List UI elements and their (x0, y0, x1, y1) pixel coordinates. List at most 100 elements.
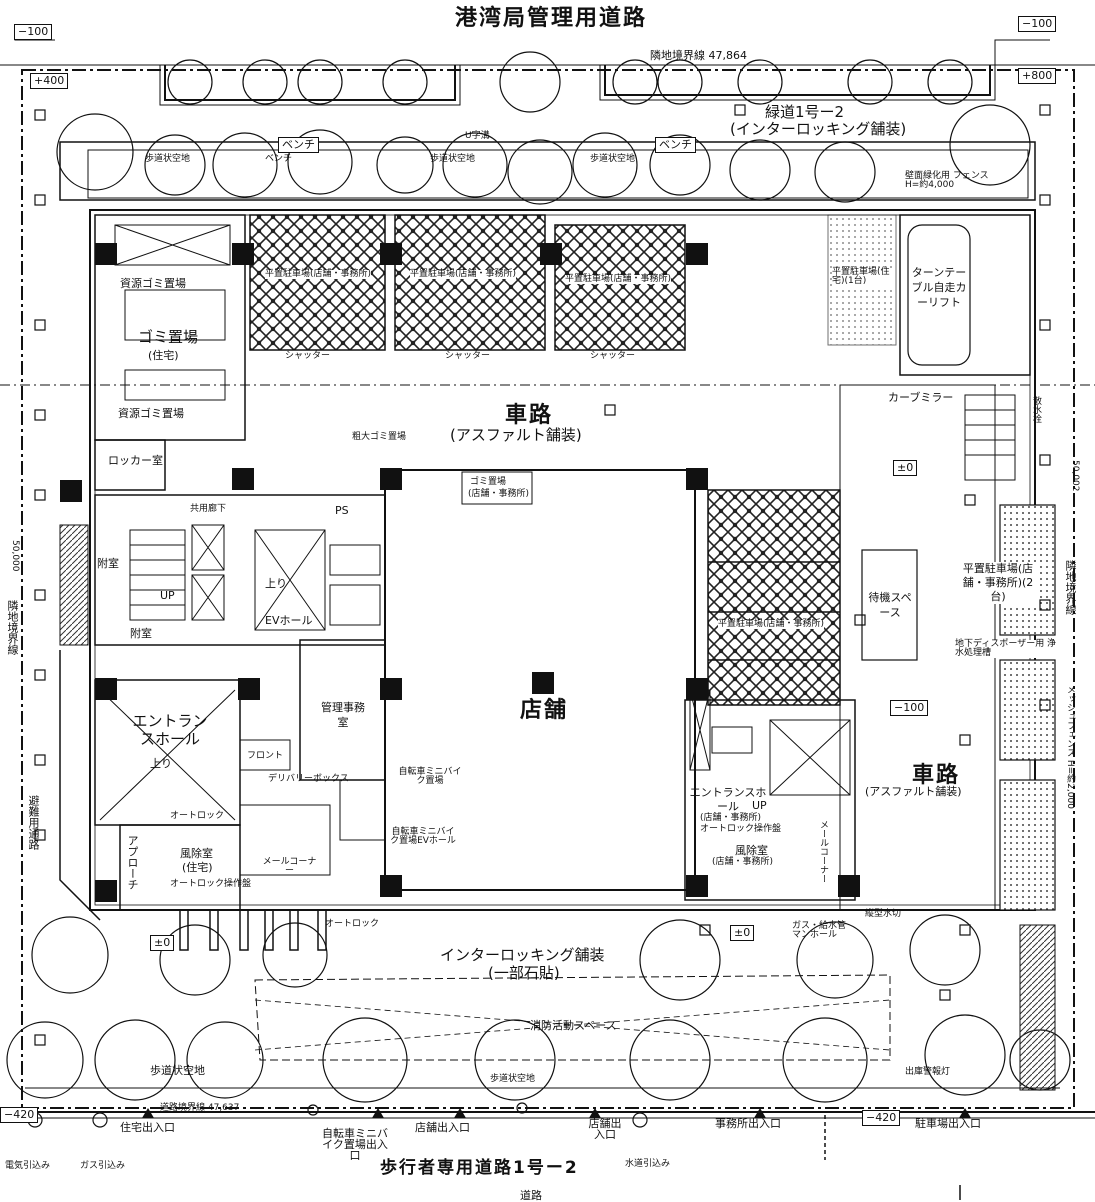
road-main-sub: (アスファルト舗装) (450, 426, 582, 444)
windbreak-shop-sub: (店舗・事務所) (712, 857, 774, 867)
drain-label: 縦型水切 (865, 909, 902, 919)
road-main: 車路 (505, 403, 554, 428)
bike-entrance: 自転車ミニバイク置場出入口 (322, 1127, 388, 1162)
markers (34, 104, 1051, 1046)
gutter-label: U字溝 (465, 131, 490, 141)
right-boundary-line: 隣地境界線 (1064, 560, 1077, 615)
site-boundary (21, 69, 1075, 1109)
right-dim: 50,002 (1070, 460, 1080, 492)
entrance-hall-2-sub: (店舗・事務所) (700, 813, 762, 823)
bottom-boundary: 道路境界線 47,637 (160, 1103, 240, 1113)
corridor: 共用廊下 (190, 504, 227, 514)
fence-label: メッシュフェンス H=約2,000 (1065, 685, 1075, 809)
ev-hall: EVホール (265, 614, 313, 627)
house-entrance: 住宅出入口 (120, 1121, 175, 1134)
garbage-res-2: 資源ゴミ置場 (118, 407, 184, 420)
columns (60, 243, 860, 902)
up-1: 上り (265, 577, 287, 590)
mail-corner-2: メールコーナー (818, 820, 828, 883)
left-road: 避難用通路 (27, 795, 40, 850)
office-entrance: 事務所出入口 (715, 1117, 781, 1130)
level-left-top: +400 (30, 73, 69, 89)
fire-space: 消防活動スペース (530, 1019, 617, 1032)
left-boundary-line: 隣地境界線 (6, 600, 19, 655)
delivery-box: デリバリーボックス (268, 774, 349, 784)
garbage-res-1: 資源ゴミ置場 (120, 277, 186, 290)
level-m100: −100 (890, 700, 929, 716)
bench-1: ベンチ (278, 137, 319, 153)
bottom-trees (6, 914, 1071, 1103)
store-entrance: 店舗出入口 (415, 1121, 470, 1134)
bike-storage: 自転車ミニバイク置場 (398, 767, 462, 786)
shutter-3: シャッター (590, 351, 636, 361)
green-walk-trees (56, 104, 1031, 205)
garbage-shop-sub: (店舗・事務所) (468, 489, 530, 499)
windbreak-house-sub: (住宅) (182, 861, 213, 874)
parking-flat: 平置駐車場(住宅)(1台) (832, 268, 894, 286)
water-label: 水道引込み (625, 1159, 671, 1169)
left-dim: 50,000 (10, 540, 20, 572)
autolock-3: オートロック (325, 919, 380, 929)
up-3: UP (752, 799, 767, 812)
windbreak-house: 風除室 (180, 847, 213, 860)
level-tr: −100 (1018, 16, 1057, 32)
level-zero-3: ±0 (730, 925, 755, 941)
parking-shop: 平置駐車場(店舗・事務所)(2台) (960, 562, 1036, 604)
waiting-space: 待機スペース (868, 591, 912, 619)
open-space-3: 歩道状空地 (590, 154, 636, 164)
bottom-road-label: 歩行者専用道路1号ー2 (380, 1158, 579, 1178)
parking-entrance: 駐車場出入口 (915, 1117, 981, 1130)
paving-bottom: インターロッキング舗装 (440, 946, 605, 964)
paving-bottom-sub: (一部石貼) (488, 964, 560, 982)
autolock-2: オートロック操作盤 (170, 879, 252, 889)
open-space-1: 歩道状空地 (145, 154, 191, 164)
locker-room: ロッカー室 (108, 454, 163, 467)
bike-hall: 自転車ミニバイク置場EVホール (390, 827, 456, 846)
level-right-top: +800 (1018, 68, 1057, 84)
top-trees (167, 51, 973, 113)
turntable-label: ターンテーブル自走カーリフト (911, 266, 967, 309)
gas-label: ガス引込み (80, 1161, 126, 1171)
parking-cell-3: 平置駐車場(店舗・事務所) (565, 274, 672, 284)
level-zero-2: ±0 (150, 935, 175, 951)
bottom-road-fragment: 道路 (520, 1189, 542, 1202)
green-paving-label: (インターロッキング舗装) (730, 120, 907, 138)
entrance-hall: エントランスホール (132, 712, 208, 748)
management: 管理事務室 (321, 701, 365, 729)
anteroom-2: 附室 (130, 627, 152, 640)
level-zero-1: ±0 (893, 460, 918, 476)
manhole-label: ガス・給水管マンホール (792, 921, 847, 940)
entrance-hall-2: エントランスホール (689, 786, 767, 813)
top-road-label: 港湾局管理用道路 (455, 6, 648, 31)
parking-cell-4: 平置駐車場(店舗・事務所) (718, 619, 825, 629)
up-4: UP (160, 589, 175, 602)
ps: PS (335, 504, 349, 517)
road-right-sub: (アスファルト舗装) (865, 785, 962, 798)
sprinkler: 散水栓 (1033, 397, 1043, 425)
shutter-1: シャッター (285, 351, 331, 361)
level-bl: −420 (0, 1107, 39, 1123)
curve-mirror: カーブミラー (888, 391, 954, 404)
bench-2: ベンチ (655, 137, 696, 153)
large-garbage: 粗大ゴミ置場 (352, 432, 407, 442)
parking-cell-2: 平置駐車場(店舗・事務所) (410, 269, 517, 279)
autolock-4: オートロック操作盤 (700, 824, 782, 834)
garbage-house: ゴミ置場 (138, 328, 199, 346)
wall-green-label: 壁面緑化用 フェンス H=約4,000 (905, 171, 989, 190)
shop-label: 店舗 (520, 698, 569, 723)
parking-cell-1: 平置駐車場(店舗・事務所) (265, 269, 372, 279)
autolock-1: オートロック (170, 811, 225, 821)
road-right: 車路 (912, 763, 961, 788)
front: フロント (247, 751, 284, 761)
open-space-4: 歩道状空地 (490, 1074, 536, 1084)
mail-corner: メールコーナー (262, 857, 317, 876)
garbage-shop: ゴミ置場 (470, 477, 507, 487)
open-space-2: 歩道状空地 (430, 154, 476, 164)
approach: アプローチ (126, 835, 139, 890)
garbage-house-sub: (住宅) (148, 349, 179, 362)
shutter-2: シャッター (445, 351, 491, 361)
up-2: 上り (150, 757, 172, 770)
bench-3: ベンチ (265, 154, 293, 164)
store-entrance-2: 店舗出入口 (588, 1117, 622, 1141)
green-road-label: 緑道1号ー2 (765, 103, 845, 121)
